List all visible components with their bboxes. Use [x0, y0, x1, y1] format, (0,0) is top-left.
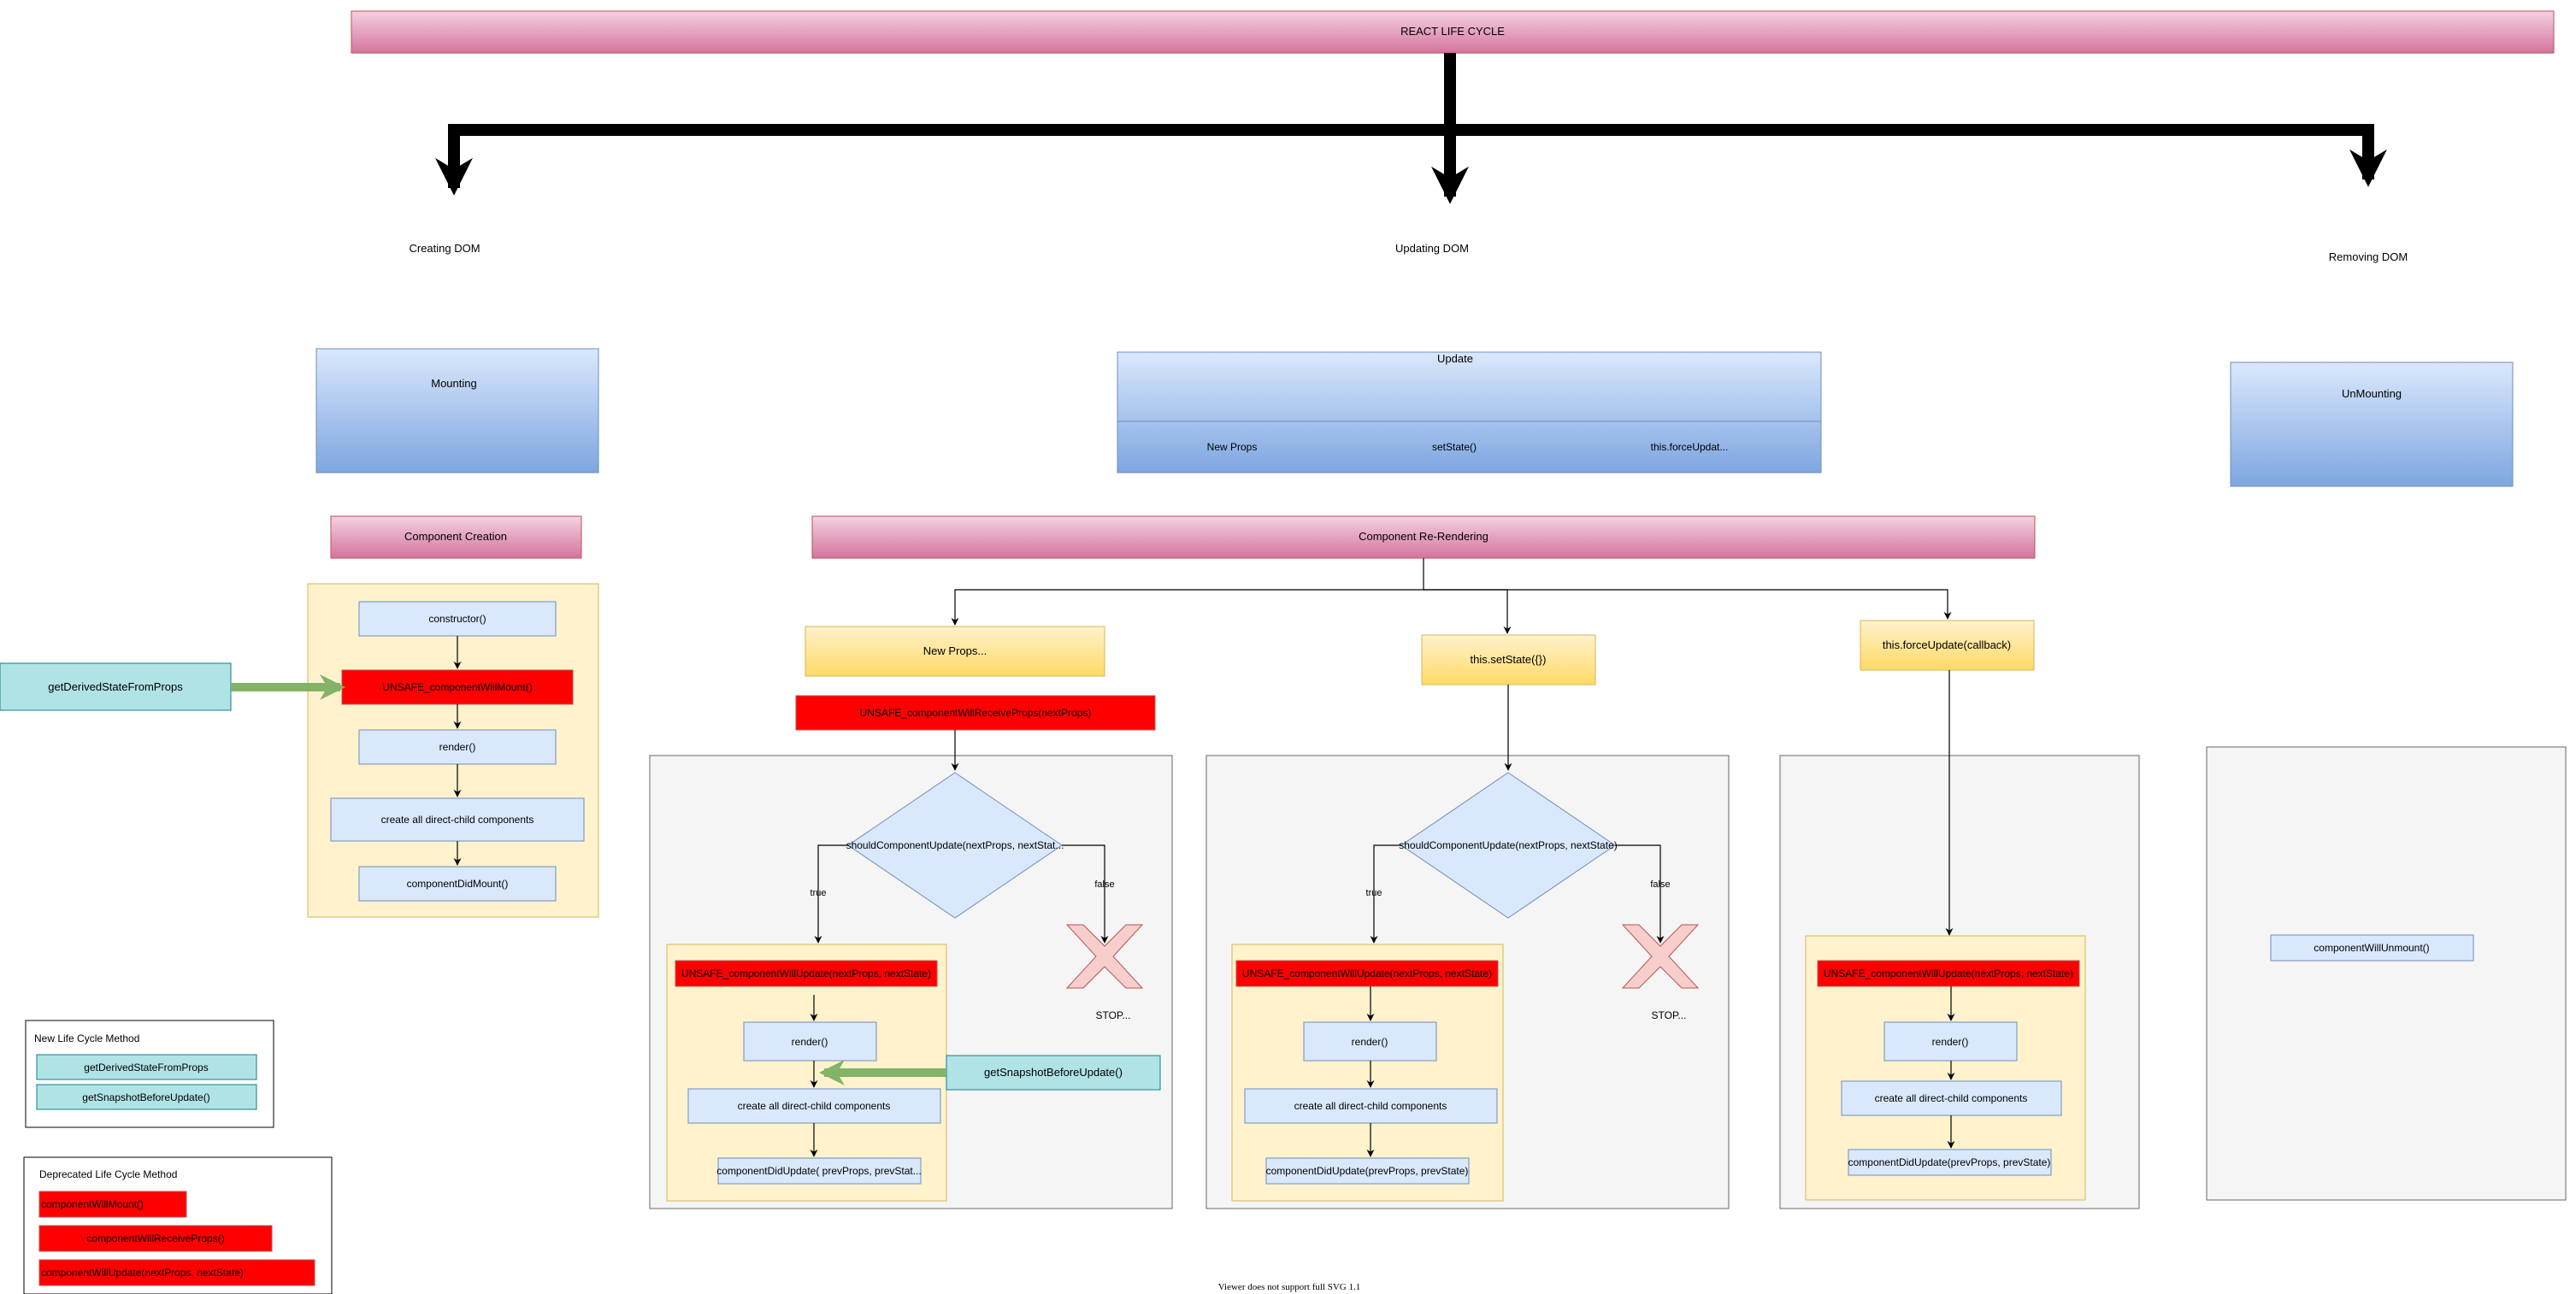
new-props-will-update-label: UNSAFE_componentWillUpdate(nextProps, ne… [681, 968, 931, 979]
phase-connectors [435, 53, 2387, 204]
phase-updating-label: Updating DOM [1395, 242, 1469, 255]
phase-removing-label: Removing DOM [2329, 250, 2408, 263]
component-creation-bar: Component Creation [330, 515, 582, 559]
mount-step-will-mount: UNSAFE_componentWillMount() [341, 669, 574, 705]
derived-state-label: getDerivedStateFromProps [48, 680, 183, 693]
phase-creating-label: Creating DOM [409, 242, 480, 255]
mount-step-render: render() [358, 729, 557, 765]
mount-step-constructor: constructor() [358, 601, 557, 637]
new-props-stop-label: STOP... [1096, 1009, 1131, 1021]
new-props-label: New Props... [923, 644, 987, 657]
set-state-children-label: create all direct-child components [1294, 1100, 1447, 1112]
set-state-decision-arrows [1370, 844, 1665, 944]
mount-step-will-mount-label: UNSAFE_componentWillMount() [382, 681, 532, 693]
set-state-will-update-label: UNSAFE_componentWillUpdate(nextProps, ne… [1242, 968, 1492, 979]
set-state-did-update-box: componentDidUpdate(prevProps, prevState) [1265, 1157, 1470, 1185]
legend-new-methods: New Life Cycle Method getDerivedStateFro… [25, 1020, 274, 1128]
force-update-did-update-box: componentDidUpdate(prevProps, prevState) [1848, 1149, 2052, 1176]
mount-step-children-label: create all direct-child components [381, 814, 534, 826]
new-props-stop-icon [1065, 924, 1144, 989]
set-state-true-label: true [1366, 888, 1382, 898]
set-state-box: this.setState({}) [1421, 634, 1596, 685]
will-receive-props-box: UNSAFE_componentWillReceiveProps(nextPro… [795, 695, 1156, 731]
new-props-decision-arrows [814, 844, 1109, 944]
update-trigger-set-state: setState() [1432, 441, 1477, 453]
legend-deprecated-item: componentWillReceiveProps() [86, 1232, 224, 1244]
will-unmount-box: componentWillUnmount() [2270, 934, 2474, 962]
force-update-did-update-label: componentDidUpdate(prevProps, prevState) [1848, 1156, 2051, 1168]
new-props-did-update-box: componentDidUpdate( prevProps, prevStat.… [716, 1157, 922, 1185]
legend-new-item: getSnapshotBeforeUpdate() [82, 1091, 209, 1103]
re-rendering-connectors [951, 558, 1952, 634]
legend-deprecated-item: componentWillMount() [41, 1198, 144, 1210]
mount-step-children: create all direct-child components [330, 797, 585, 842]
set-state-decision: shouldComponentUpdate(nextProps, nextSta… [1399, 772, 1618, 919]
new-props-will-update-box: UNSAFE_componentWillUpdate(nextProps, ne… [675, 960, 938, 987]
legend-new-item: getDerivedStateFromProps [84, 1062, 208, 1073]
derived-state-box: getDerivedStateFromProps [0, 662, 232, 711]
will-receive-props-label: UNSAFE_componentWillReceiveProps(nextPro… [860, 707, 1092, 719]
set-state-did-update-label: componentDidUpdate(prevProps, prevState) [1266, 1165, 1469, 1177]
mounting-header: Mounting [315, 348, 599, 473]
set-state-false-label: false [1650, 879, 1670, 890]
mount-step-did-mount-label: componentDidMount() [407, 878, 509, 890]
set-state-label: this.setState({}) [1471, 653, 1547, 666]
update-header: Update New Props setState() this.forceUp… [1117, 351, 1822, 473]
mount-step-did-mount: componentDidMount() [358, 866, 557, 902]
new-props-decision-label: shouldComponentUpdate(nextProps, nextSta… [846, 839, 1064, 851]
re-rendering-label: Component Re-Rendering [1359, 530, 1488, 543]
update-header-label: Update [1437, 352, 1473, 365]
set-state-stop-label: STOP... [1652, 1009, 1687, 1021]
force-update-render-box: render() [1883, 1021, 2018, 1062]
unmounting-container [2206, 746, 2567, 1201]
title-bar: REACT LIFE CYCLE [351, 10, 2555, 54]
snapshot-box: getSnapshotBeforeUpdate() [946, 1055, 1161, 1091]
snapshot-label: getSnapshotBeforeUpdate() [984, 1066, 1123, 1079]
mount-step-render-label: render() [439, 741, 476, 753]
re-rendering-bar: Component Re-Rendering [811, 515, 2036, 559]
force-update-render-label: render() [1932, 1036, 1969, 1048]
mount-step-constructor-label: constructor() [428, 613, 486, 625]
set-state-render-label: render() [1352, 1036, 1388, 1048]
set-state-stop-icon [1621, 924, 1700, 989]
component-creation-label: Component Creation [404, 530, 507, 543]
new-props-render-box: render() [743, 1021, 877, 1062]
new-props-children-label: create all direct-child components [738, 1100, 891, 1112]
legend-deprecated-title: Deprecated Life Cycle Method [39, 1168, 177, 1180]
unmounting-header-label: UnMounting [2342, 387, 2402, 400]
set-state-children-box: create all direct-child components [1244, 1088, 1498, 1124]
new-props-false-label: false [1094, 879, 1114, 890]
new-props-true-label: true [811, 888, 827, 898]
new-props-children-box: create all direct-child components [687, 1088, 941, 1124]
set-state-decision-label: shouldComponentUpdate(nextProps, nextSta… [1399, 839, 1618, 851]
mounting-header-label: Mounting [431, 377, 476, 390]
force-update-label: this.forceUpdate(callback) [1883, 638, 2011, 651]
set-state-render-box: render() [1303, 1021, 1437, 1062]
new-props-box: New Props... [805, 626, 1105, 677]
unmounting-header: UnMounting [2230, 362, 2514, 487]
diagram-title: REACT LIFE CYCLE [1400, 25, 1505, 38]
new-props-did-update-label: componentDidUpdate( prevProps, prevStat.… [716, 1165, 921, 1177]
will-unmount-label: componentWillUnmount() [2314, 942, 2429, 954]
update-trigger-new-props: New Props [1207, 441, 1258, 453]
force-update-children-box: create all direct-child components [1841, 1080, 2062, 1116]
new-props-decision: shouldComponentUpdate(nextProps, nextSta… [846, 772, 1064, 919]
set-state-will-update-box: UNSAFE_componentWillUpdate(nextProps, ne… [1235, 960, 1499, 987]
force-update-will-update-box: UNSAFE_componentWillUpdate(nextProps, ne… [1817, 960, 2080, 987]
viewer-support-note: Viewer does not support full SVG 1.1 [1218, 1282, 1360, 1292]
legend-deprecated-methods: Deprecated Life Cycle Method componentWi… [23, 1156, 333, 1294]
force-update-will-update-label: UNSAFE_componentWillUpdate(nextProps, ne… [1824, 968, 2073, 979]
new-props-render-label: render() [792, 1036, 828, 1048]
force-update-box: this.forceUpdate(callback) [1860, 620, 2035, 671]
legend-new-title: New Life Cycle Method [34, 1032, 139, 1044]
legend-deprecated-item: componentWillUpdate(nextProps, nextState… [41, 1267, 244, 1279]
force-update-children-label: create all direct-child components [1875, 1092, 2028, 1104]
update-trigger-force-update: this.forceUpdat... [1651, 441, 1729, 453]
